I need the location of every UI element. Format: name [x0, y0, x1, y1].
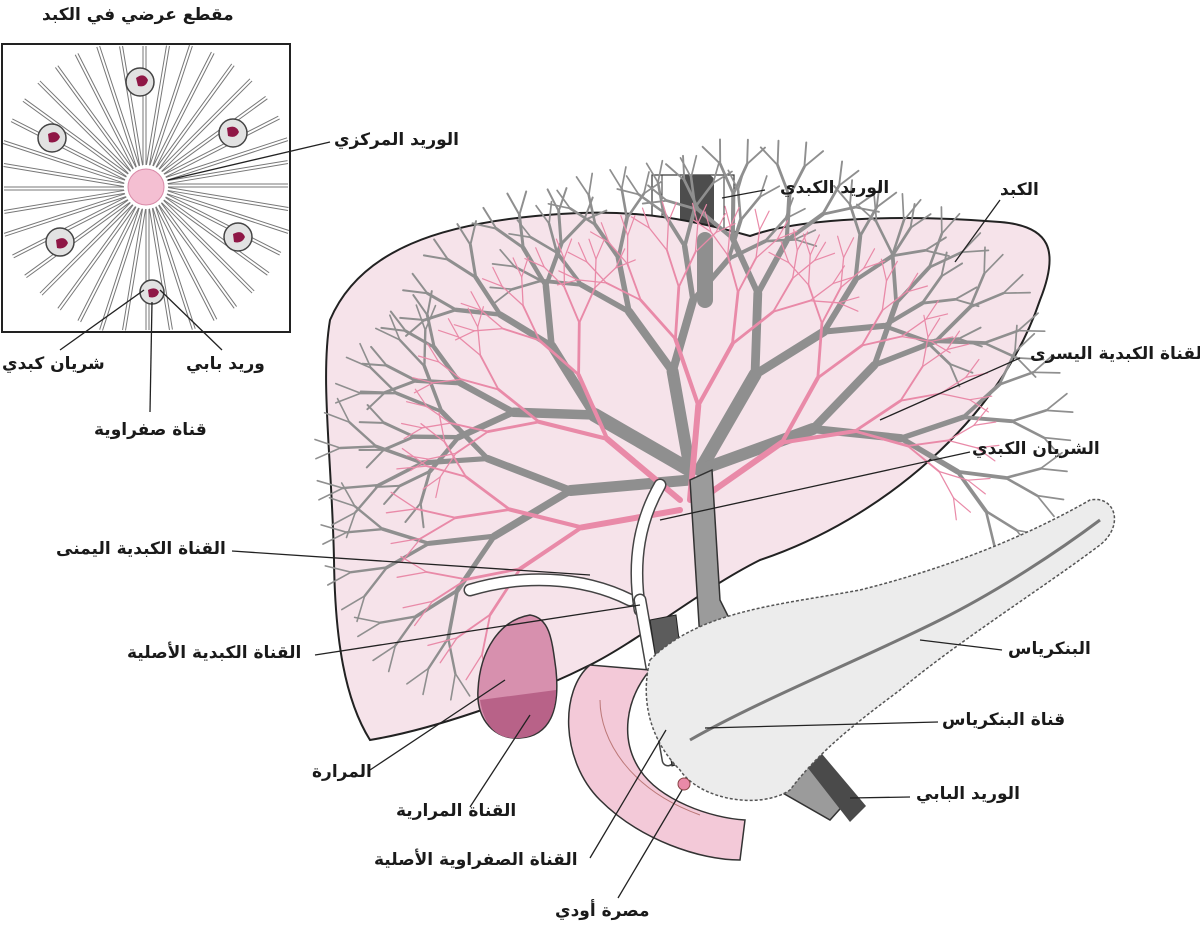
hepatic-artery-label: الشريان الكبدي — [972, 439, 1100, 459]
inset-liver-cross-section — [1, 43, 291, 333]
cystic-duct-label: القناة المرارية — [396, 801, 517, 821]
gallbladder-shadow — [480, 690, 556, 739]
portal-triad-right-upper — [218, 118, 248, 148]
gallbladder-label: المرارة — [312, 762, 372, 782]
central-vein-circle — [127, 168, 165, 206]
pancreas-label: البنكرياس — [1008, 639, 1091, 659]
hepatocyte-cords — [2, 44, 290, 331]
hepatic-vein-label: الوريد الكبدي — [780, 178, 890, 198]
portal-triad-right-lower — [223, 222, 253, 252]
left-hepatic-duct-label: القناة الكبدية اليسرى — [1030, 344, 1200, 364]
sphincter-of-oddi-mark — [677, 777, 691, 791]
duodenum-fold — [599, 699, 701, 816]
hepatic-artery-branch-label: شريان كبدي — [2, 354, 105, 374]
common-hepatic-duct-label: القناة الكبدية الأصلية — [127, 643, 302, 663]
pancreatic-duct-label: قناة البنكرياس — [942, 710, 1066, 730]
inset-leader-lines — [59, 141, 331, 413]
portal-triad-bottom — [139, 279, 165, 305]
main-leader-lines — [231, 189, 1021, 899]
liver-label: الكبد — [1000, 180, 1039, 200]
portal-vein-label: الوريد البابي — [916, 784, 1020, 804]
inset-title: مقطع عرضي في الكبد — [42, 5, 234, 25]
portal-triad-left-lower — [45, 227, 75, 257]
duodenum-shape — [567, 664, 746, 861]
pancreatic-duct-line — [689, 518, 1101, 742]
sphincter-of-oddi-label: مصرة أودي — [555, 901, 650, 921]
portal-triad-top — [125, 67, 155, 97]
portal-vein-branch-label: وريد بابي — [186, 354, 265, 374]
common-bile-duct-label: القناة الصفراوية الأصلية — [374, 850, 578, 870]
right-hepatic-duct-label: القناة الكبدية اليمنى — [56, 539, 226, 559]
portal-triad-left-upper — [37, 123, 67, 153]
portal-vein-branches — [314, 138, 1074, 701]
central-vein-label: الوريد المركزي — [334, 130, 460, 150]
bile-ductule-label: قناة صفراوية — [94, 420, 207, 440]
